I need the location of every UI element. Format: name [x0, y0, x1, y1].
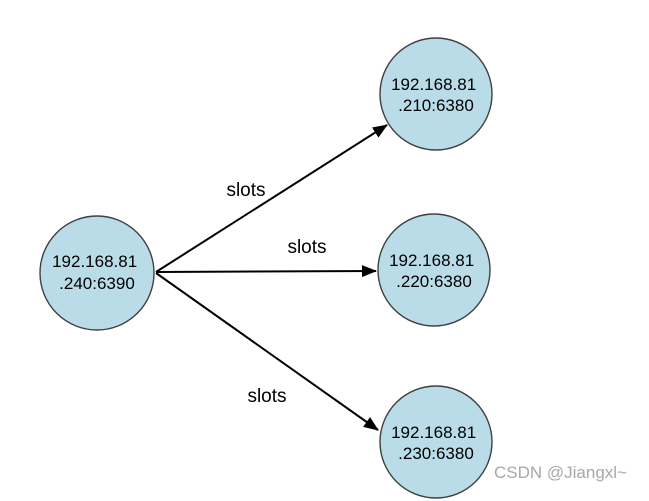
- node-master: 192.168.81 .240:6390: [39, 215, 155, 331]
- node-replica-1-line1: 192.168.81: [391, 75, 476, 94]
- node-label-replica-3: 192.168.81 .230:6380: [391, 423, 481, 463]
- edge-master-to-replica-2: [155, 265, 377, 278]
- node-circle-replica-3: [379, 385, 493, 499]
- node-replica-3-line1: 192.168.81: [391, 423, 476, 442]
- node-master-line2: .240:6390: [59, 274, 135, 293]
- node-circle-replica-2: [377, 213, 491, 327]
- node-replica-2-line1: 192.168.81: [389, 251, 474, 270]
- edges: [155, 124, 388, 431]
- node-replica-1: 192.168.81 .210:6380: [379, 37, 493, 151]
- csdn-watermark: CSDN @Jiangxl~: [494, 463, 627, 482]
- edge-master-to-replica-3: [155, 272, 379, 431]
- node-replica-2-line2: .220:6380: [396, 272, 472, 291]
- node-label-replica-2: 192.168.81 .220:6380: [389, 251, 479, 291]
- node-circle-master: [39, 215, 155, 331]
- node-circle-replica-1: [379, 37, 493, 151]
- node-replica-2: 192.168.81 .220:6380: [377, 213, 491, 327]
- node-label-master: 192.168.81 .240:6390: [52, 252, 142, 293]
- edge-master-to-replica-1: [155, 124, 388, 273]
- node-replica-3: 192.168.81 .230:6380: [379, 385, 493, 499]
- node-label-replica-1: 192.168.81 .210:6380: [391, 75, 481, 115]
- edge-label-slots-1: slots: [226, 180, 265, 201]
- edge-labels: slots slots slots: [226, 180, 326, 407]
- edge-label-slots-3: slots: [247, 386, 286, 407]
- node-replica-3-line2: .230:6380: [398, 444, 474, 463]
- node-replica-1-line2: .210:6380: [398, 96, 474, 115]
- node-master-line1: 192.168.81: [52, 252, 137, 271]
- edge-label-slots-2: slots: [287, 237, 326, 258]
